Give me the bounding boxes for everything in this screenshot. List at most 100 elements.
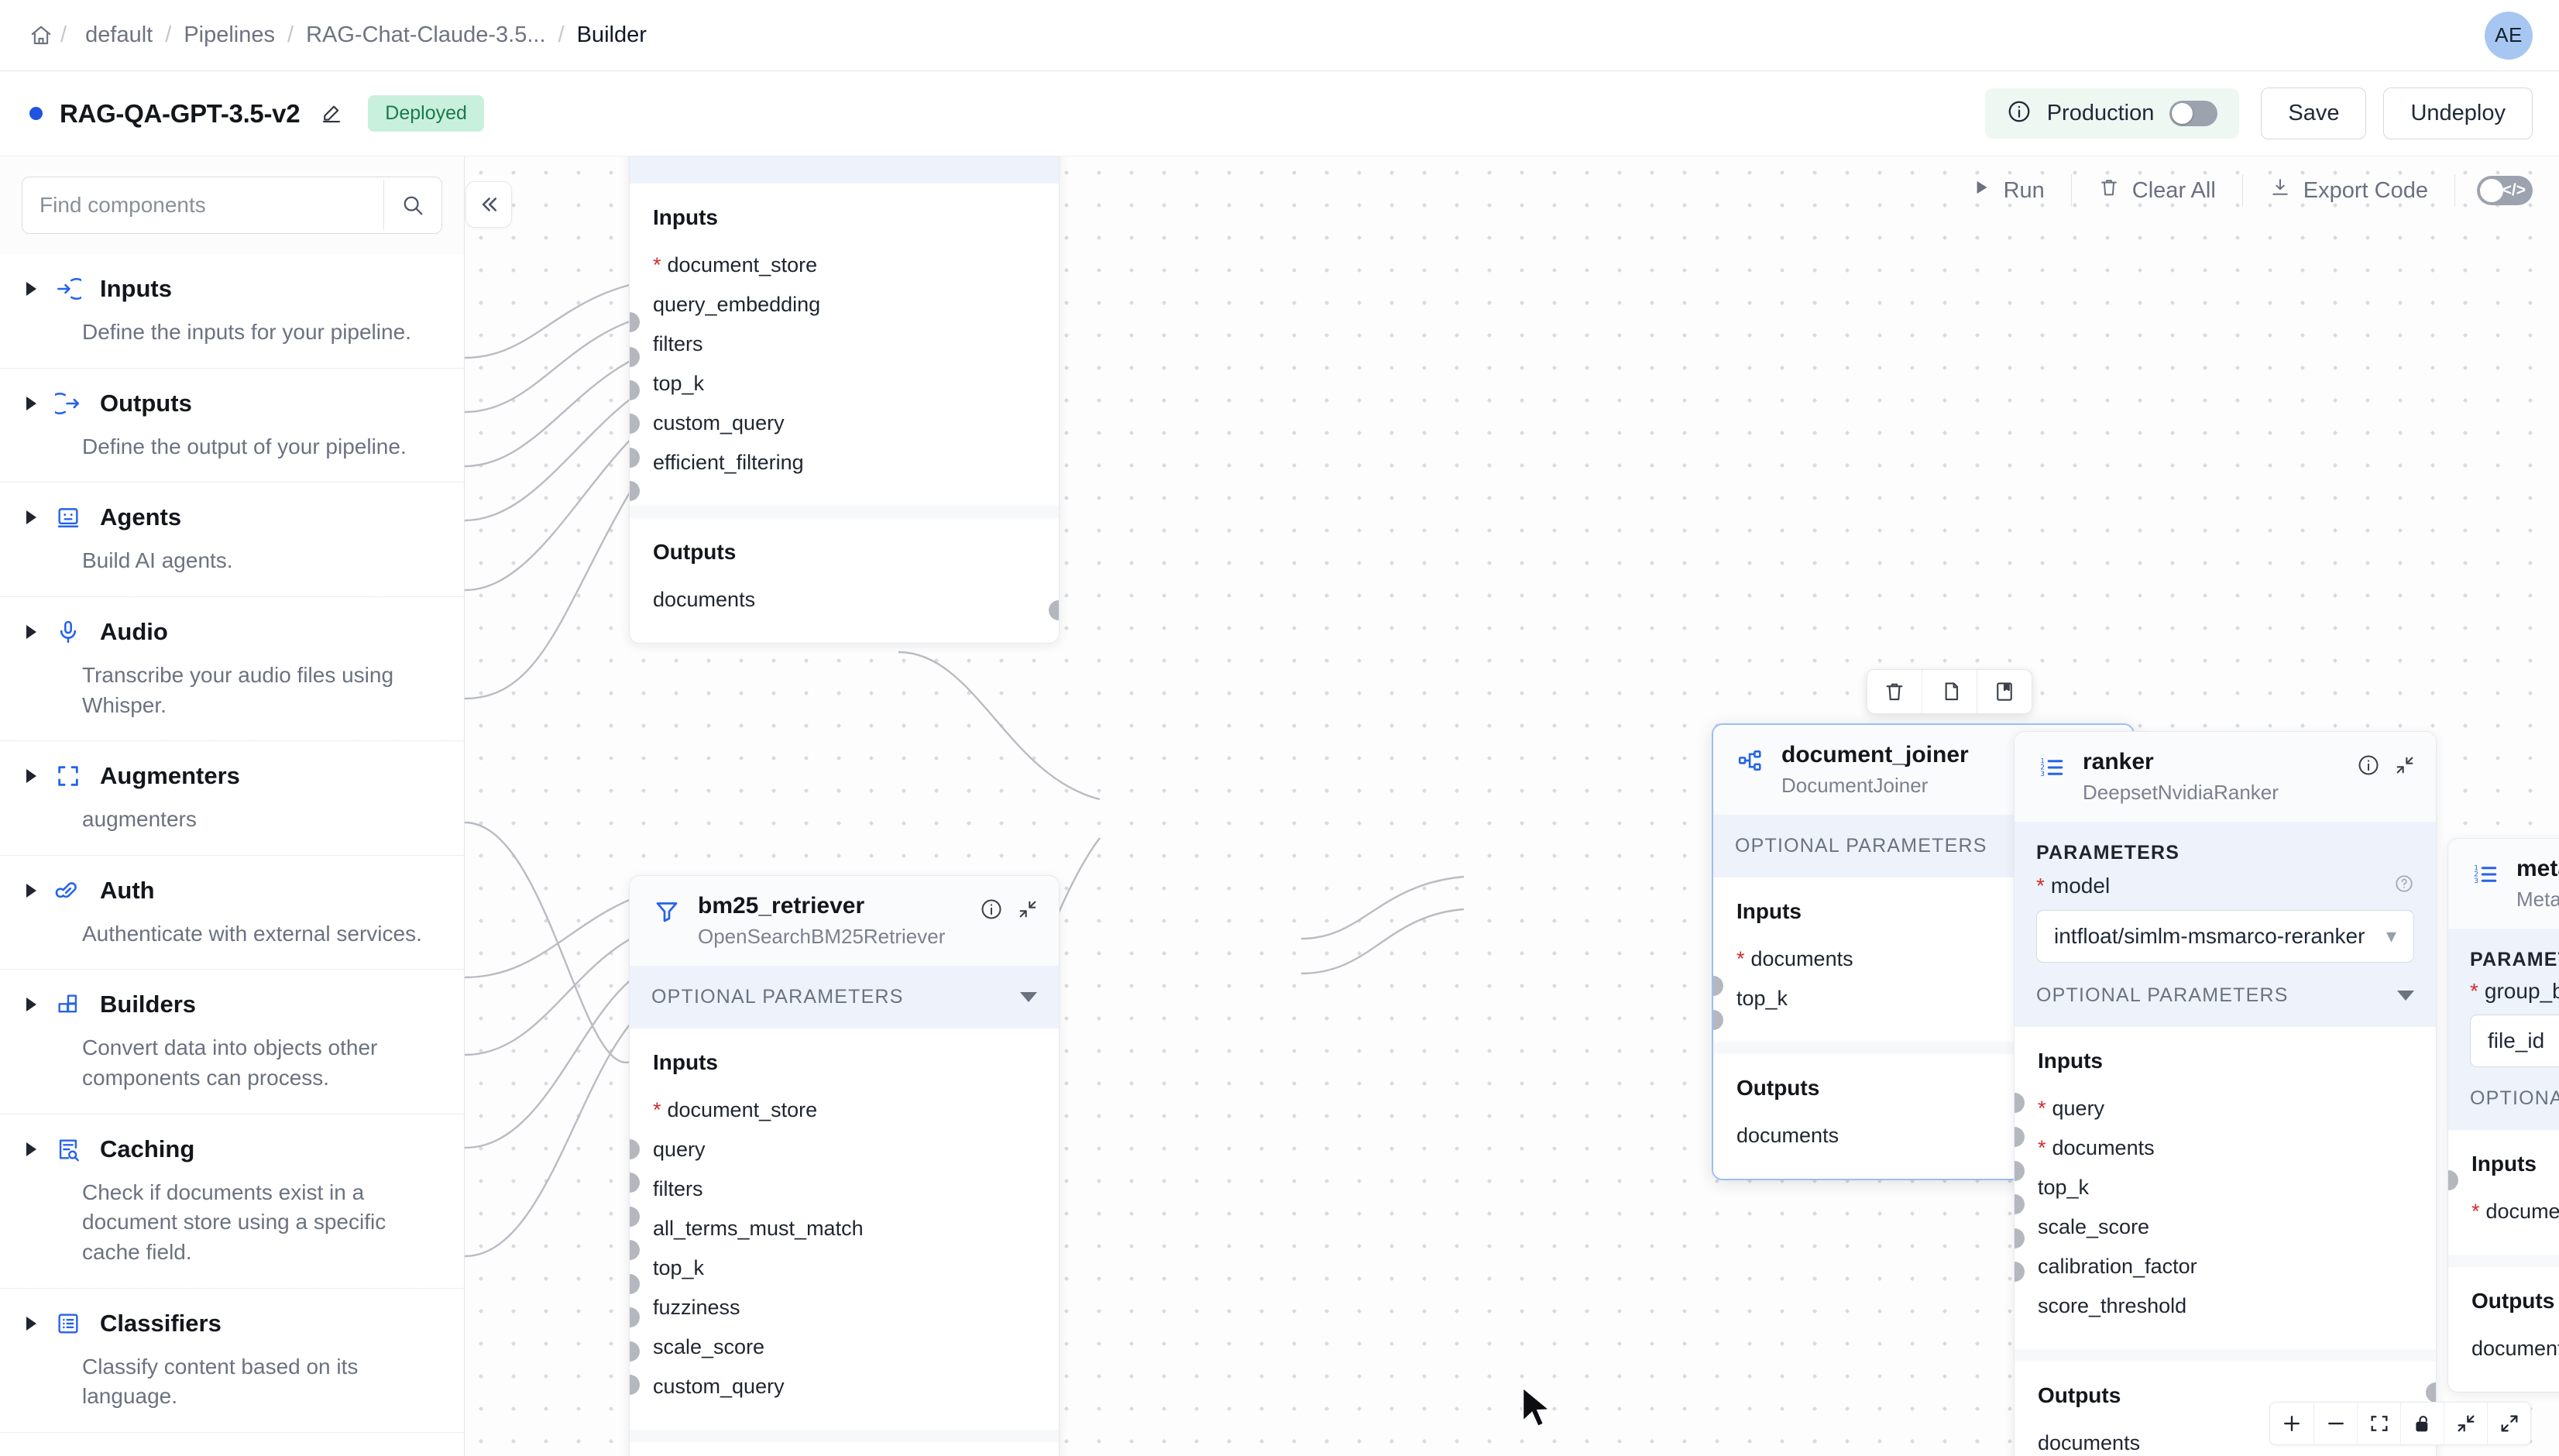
- search-input[interactable]: [22, 177, 383, 233]
- input-port-row[interactable]: score_threshold: [2038, 1286, 2413, 1326]
- collapse-node-icon[interactable]: [2394, 754, 2416, 776]
- input-port-row[interactable]: filters: [653, 325, 1036, 364]
- output-port-row[interactable]: documents: [2471, 1329, 2559, 1368]
- input-port-row[interactable]: filters: [653, 1169, 1036, 1209]
- output-port[interactable]: [2426, 1382, 2436, 1403]
- sidebar-collapse-button[interactable]: [465, 181, 512, 228]
- input-port-row[interactable]: scale_score: [653, 1327, 1036, 1367]
- breadcrumb-item-default[interactable]: default: [85, 22, 153, 47]
- input-port-row[interactable]: *query: [2038, 1089, 2413, 1128]
- question-circle-icon[interactable]: [2394, 874, 2414, 899]
- chevron-right-icon[interactable]: [26, 769, 36, 784]
- home-icon[interactable]: [29, 24, 53, 47]
- input-port-row[interactable]: all_terms_must_match: [653, 1209, 1036, 1248]
- input-port[interactable]: [1713, 1010, 1723, 1030]
- collapse-node-icon[interactable]: [1017, 898, 1039, 920]
- input-port-row[interactable]: top_k: [653, 364, 1036, 403]
- chevron-right-icon[interactable]: [26, 510, 36, 525]
- chevron-down-icon[interactable]: [2397, 990, 2414, 1001]
- save-button[interactable]: Save: [2261, 88, 2367, 139]
- sidebar-item-augmenters[interactable]: Augmenters augmenters: [0, 741, 464, 856]
- production-toggle-group[interactable]: Production: [1984, 88, 2240, 139]
- group-by-select[interactable]: file_id: [2470, 1014, 2559, 1067]
- input-port[interactable]: [2015, 1127, 2025, 1147]
- duplicate-node-button[interactable]: [1922, 670, 1977, 713]
- output-port-row[interactable]: documents: [653, 580, 1036, 620]
- input-port[interactable]: [2015, 1194, 2025, 1214]
- input-port-row[interactable]: *documents: [2038, 1128, 2413, 1168]
- output-port[interactable]: [1049, 600, 1059, 620]
- input-port-row[interactable]: *documents: [1736, 939, 2110, 979]
- sidebar-item-agents[interactable]: Agents Build AI agents.: [0, 482, 464, 597]
- input-port-row[interactable]: efficient_filtering: [653, 443, 1036, 482]
- output-port-row[interactable]: documents: [2038, 1423, 2413, 1456]
- input-port[interactable]: [2015, 1161, 2025, 1181]
- pencil-icon[interactable]: [320, 102, 343, 125]
- sidebar-item-outputs[interactable]: Outputs Define the output of your pipeli…: [0, 369, 464, 483]
- optional-parameters-row[interactable]: OPTIONAL P: [2448, 1084, 2559, 1127]
- input-port-row[interactable]: custom_query: [653, 403, 1036, 443]
- sidebar-item-auth[interactable]: Auth Authenticate with external services…: [0, 856, 464, 970]
- undeploy-button[interactable]: Undeploy: [2383, 88, 2533, 139]
- optional-parameters-row[interactable]: OPTIONAL PARAMETERS: [2015, 980, 2436, 1024]
- chevron-right-icon[interactable]: [26, 998, 36, 1012]
- output-port-row[interactable]: documents: [1736, 1116, 2110, 1156]
- input-port-row[interactable]: query: [653, 1130, 1036, 1169]
- input-port-row[interactable]: *document_store: [653, 1090, 1036, 1130]
- chevron-right-icon[interactable]: [26, 396, 36, 410]
- breadcrumb-item-pipeline[interactable]: RAG-Chat-Claude-3.5...: [306, 22, 546, 47]
- fit-view-button[interactable]: [2357, 1403, 2400, 1444]
- input-port[interactable]: [2015, 1228, 2025, 1248]
- search-box[interactable]: [22, 177, 442, 234]
- info-icon[interactable]: [2357, 754, 2380, 777]
- input-port-row[interactable]: scale_score: [2038, 1207, 2413, 1247]
- node-header[interactable]: 123 meta MetaR: [2448, 839, 2559, 929]
- input-port-row[interactable]: *document: [2471, 1192, 2559, 1231]
- node-embedding-retriever[interactable]: Inputs *document_store query_embedding f…: [629, 156, 1060, 644]
- model-select[interactable]: intfloat/simlm-msmarco-reranker ▾: [2036, 909, 2414, 963]
- code-view-toggle[interactable]: </>: [2477, 176, 2533, 205]
- node-header[interactable]: bm25_retriever OpenSearchBM25Retriever: [630, 876, 1059, 966]
- search-icon[interactable]: [383, 180, 441, 231]
- input-port-row[interactable]: *document_store: [653, 246, 1036, 285]
- input-port[interactable]: [630, 1274, 640, 1294]
- input-port-row[interactable]: top_k: [1736, 979, 2110, 1018]
- input-port[interactable]: [2448, 1170, 2458, 1190]
- node-bm25-retriever[interactable]: bm25_retriever OpenSearchBM25Retriever: [629, 875, 1060, 1456]
- sidebar-item-caching[interactable]: Caching Check if documents exist in a do…: [0, 1114, 464, 1289]
- chevron-down-icon[interactable]: [1020, 991, 1037, 1002]
- lock-canvas-button[interactable]: [2400, 1403, 2444, 1444]
- info-icon[interactable]: [980, 898, 1003, 921]
- expand-all-button[interactable]: [2487, 1403, 2530, 1444]
- avatar[interactable]: AE: [2485, 11, 2533, 60]
- clear-all-button[interactable]: Clear All: [2072, 167, 2242, 214]
- node-meta-ranker[interactable]: 123 meta MetaR PARAMETER *group_by: [2447, 838, 2559, 1392]
- chevron-right-icon[interactable]: [26, 624, 36, 639]
- chevron-right-icon[interactable]: [26, 282, 36, 296]
- input-port[interactable]: [2015, 1262, 2025, 1282]
- input-port[interactable]: [630, 1307, 640, 1327]
- input-port-row[interactable]: query_embedding: [653, 285, 1036, 325]
- run-button[interactable]: Run: [1945, 168, 2071, 213]
- breadcrumb-item-pipelines[interactable]: Pipelines: [184, 22, 275, 47]
- zoom-out-button[interactable]: [2313, 1403, 2357, 1444]
- chevron-right-icon[interactable]: [26, 1142, 36, 1156]
- sidebar-item-connectors[interactable]: Connectors Connect to external services.: [0, 1433, 464, 1456]
- bookmark-node-button[interactable]: [1977, 670, 2032, 713]
- input-port[interactable]: [630, 1375, 640, 1395]
- collapse-all-button[interactable]: [2444, 1403, 2487, 1444]
- input-port[interactable]: [1713, 976, 1723, 996]
- sidebar-item-audio[interactable]: Audio Transcribe your audio files using …: [0, 597, 464, 742]
- chevron-right-icon[interactable]: [26, 883, 36, 898]
- info-icon[interactable]: [2007, 99, 2032, 128]
- input-port-row[interactable]: fuzziness: [653, 1288, 1036, 1327]
- delete-node-button[interactable]: [1867, 670, 1922, 713]
- input-port-row[interactable]: top_k: [653, 1248, 1036, 1288]
- input-port-row[interactable]: custom_query: [653, 1367, 1036, 1406]
- export-code-button[interactable]: Export Code: [2243, 167, 2454, 214]
- sidebar-item-classifiers[interactable]: Classifiers Classify content based on it…: [0, 1289, 464, 1433]
- zoom-in-button[interactable]: [2270, 1403, 2313, 1444]
- input-port-row[interactable]: top_k: [2038, 1168, 2413, 1207]
- input-port-row[interactable]: calibration_factor: [2038, 1247, 2413, 1286]
